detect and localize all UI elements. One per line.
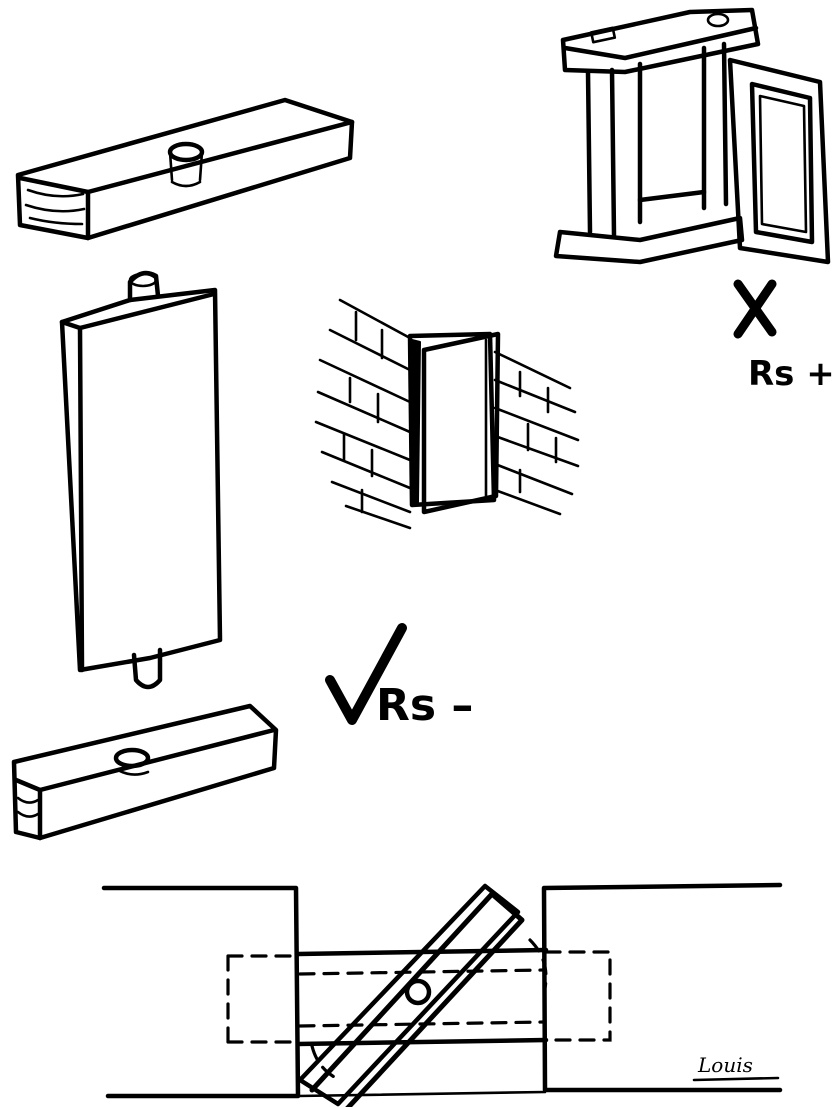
- artist-signature: Louis: [692, 1053, 780, 1082]
- wrong-mark: Rs +: [733, 279, 835, 394]
- bottom-pivot-block-sketch: [11, 703, 279, 841]
- top-pivot-block-sketch: [15, 97, 355, 241]
- wrong-mark-label: Rs +: [748, 354, 835, 394]
- signature-text: Louis: [697, 1053, 753, 1077]
- pivot-plan-diagram: [101, 882, 783, 1107]
- door-leaf-with-pins-sketch: [59, 270, 223, 690]
- framed-door-sketch: [553, 7, 831, 265]
- right-mark: Rs –: [325, 623, 473, 731]
- right-mark-label: Rs –: [376, 680, 473, 731]
- brick-wall-door-sketch: [314, 298, 580, 530]
